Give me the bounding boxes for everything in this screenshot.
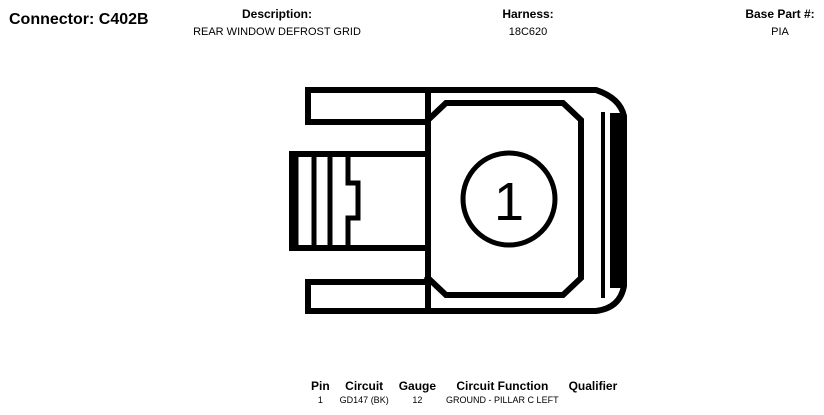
pin-table: Pin Circuit Gauge Circuit Function Quali… — [306, 379, 622, 405]
outer-shell — [289, 87, 627, 314]
harness-label: Harness: — [502, 7, 554, 21]
latch-ribs — [293, 156, 333, 246]
base-part-value: PIA — [771, 26, 789, 38]
header-gauge: Gauge — [398, 379, 437, 393]
harness-value: 18C620 — [508, 26, 548, 38]
connector-title: Connector: C402B — [9, 11, 149, 28]
description-label: Description: — [241, 7, 312, 21]
description-header: Description: REAR WINDOW DEFROST GRID — [177, 7, 377, 38]
table-row: 1 GD147 (BK) 12 GROUND - PILLAR C LEFT — [306, 393, 622, 405]
header-circuit-function: Circuit Function — [456, 379, 549, 393]
header-pin: Pin — [311, 379, 330, 393]
description-value: REAR WINDOW DEFROST GRID — [193, 26, 361, 38]
harness-header: Harness: 18C620 — [478, 7, 578, 38]
base-part-label: Base Part #: — [745, 7, 815, 21]
cavity-1-circle — [460, 150, 558, 248]
connector-body-outline — [289, 87, 627, 314]
cavity-1-number: 1 — [494, 172, 524, 232]
base-part-header: Base Part #: PIA — [730, 7, 824, 38]
cell-circuit: GD147 (BK) — [339, 395, 389, 405]
header-circuit: Circuit — [345, 379, 384, 393]
right-edge-bar — [610, 113, 624, 288]
cell-gauge: 12 — [412, 395, 423, 405]
latch-tab — [345, 156, 361, 246]
cell-circuit-function: GROUND - PILLAR C LEFT — [446, 395, 559, 405]
inner-cavity — [423, 100, 584, 298]
cell-pin: 1 — [317, 395, 323, 405]
pin-table-header-row: Pin Circuit Gauge Circuit Function Quali… — [306, 379, 622, 393]
header-qualifier: Qualifier — [568, 379, 618, 393]
cell-qualifier — [564, 393, 623, 405]
latch-tab-outline — [345, 156, 361, 246]
